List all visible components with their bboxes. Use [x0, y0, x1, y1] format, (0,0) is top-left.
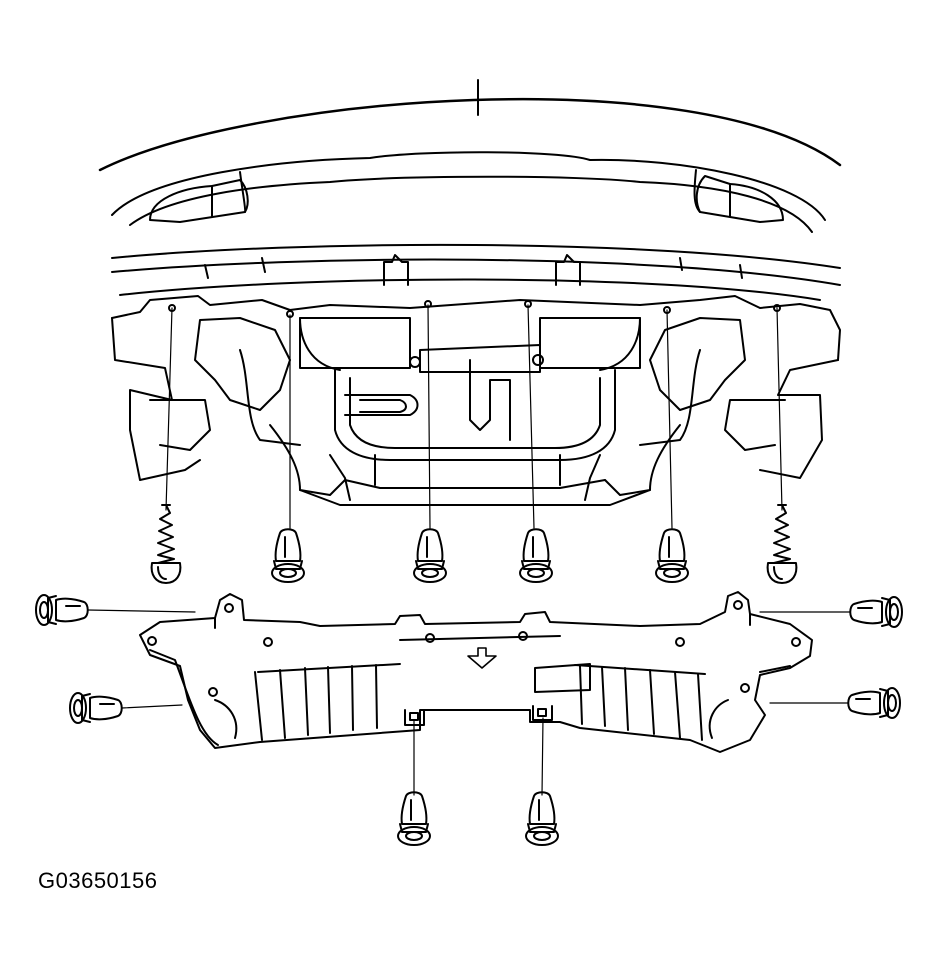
engine-subframe — [112, 296, 840, 505]
side-push-clip-icon — [69, 692, 123, 724]
push-clip-icon — [397, 791, 431, 846]
push-clip-icon — [525, 791, 559, 846]
push-clip-icon — [519, 528, 553, 583]
figure-code: G03650156 — [38, 868, 158, 893]
front-direction-arrow-icon — [468, 648, 496, 668]
leader-lines — [88, 305, 850, 795]
tapping-screw-icon — [150, 504, 182, 584]
front-bumper — [100, 80, 840, 300]
side-push-clip-icon — [848, 688, 900, 718]
mounting-tabs — [384, 255, 580, 285]
push-clip-icon — [271, 528, 305, 583]
push-clip-icon — [655, 528, 689, 583]
engine-under-cover-icon — [140, 592, 812, 752]
tapping-screw-icon — [766, 504, 798, 584]
side-push-clip-icon — [850, 597, 902, 627]
push-clip-icon — [413, 528, 447, 583]
side-push-clip-icon — [35, 594, 89, 626]
mount-holes — [169, 301, 780, 317]
